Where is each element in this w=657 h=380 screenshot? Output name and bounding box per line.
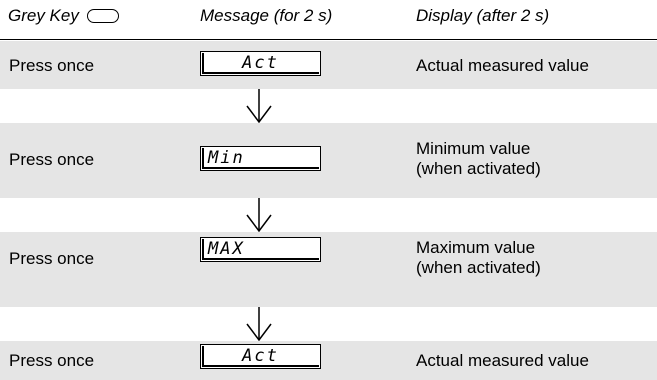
grey-key-icon <box>86 8 119 23</box>
lcd-message-text: Act <box>242 53 279 73</box>
grey-key-label: Grey Key <box>8 6 79 25</box>
lcd-message-min: Min <box>200 146 321 171</box>
down-arrow-icon <box>246 307 272 341</box>
lcd-message-act: Act <box>200 51 321 76</box>
lcd-message-text: MAX <box>208 239 245 259</box>
row-display: Minimum value (when activated) <box>416 139 541 178</box>
lcd-message-max: MAX <box>200 237 321 262</box>
header-divider <box>0 39 657 40</box>
display-header: Display (after 2 s) <box>416 6 550 25</box>
lcd-message-text: Min <box>208 148 245 168</box>
row-display: Actual measured value <box>416 351 589 370</box>
row-action: Press once <box>9 249 95 268</box>
row-action: Press once <box>9 150 95 169</box>
row-band-act-2 <box>0 341 657 380</box>
row-action: Press once <box>9 351 95 370</box>
row-band-min <box>0 123 657 198</box>
row-action: Press once <box>9 56 95 75</box>
down-arrow-icon <box>246 198 272 232</box>
lcd-message-act-2: Act <box>200 344 321 369</box>
down-arrow-icon <box>246 89 272 123</box>
message-header: Message (for 2 s) <box>200 6 333 25</box>
row-band-max <box>0 232 657 307</box>
lcd-message-text: Act <box>242 346 279 366</box>
grey-key-header: Grey Key <box>8 6 119 26</box>
row-band-act <box>0 41 657 89</box>
row-display: Maximum value (when activated) <box>416 238 541 277</box>
row-display: Actual measured value <box>416 56 589 75</box>
